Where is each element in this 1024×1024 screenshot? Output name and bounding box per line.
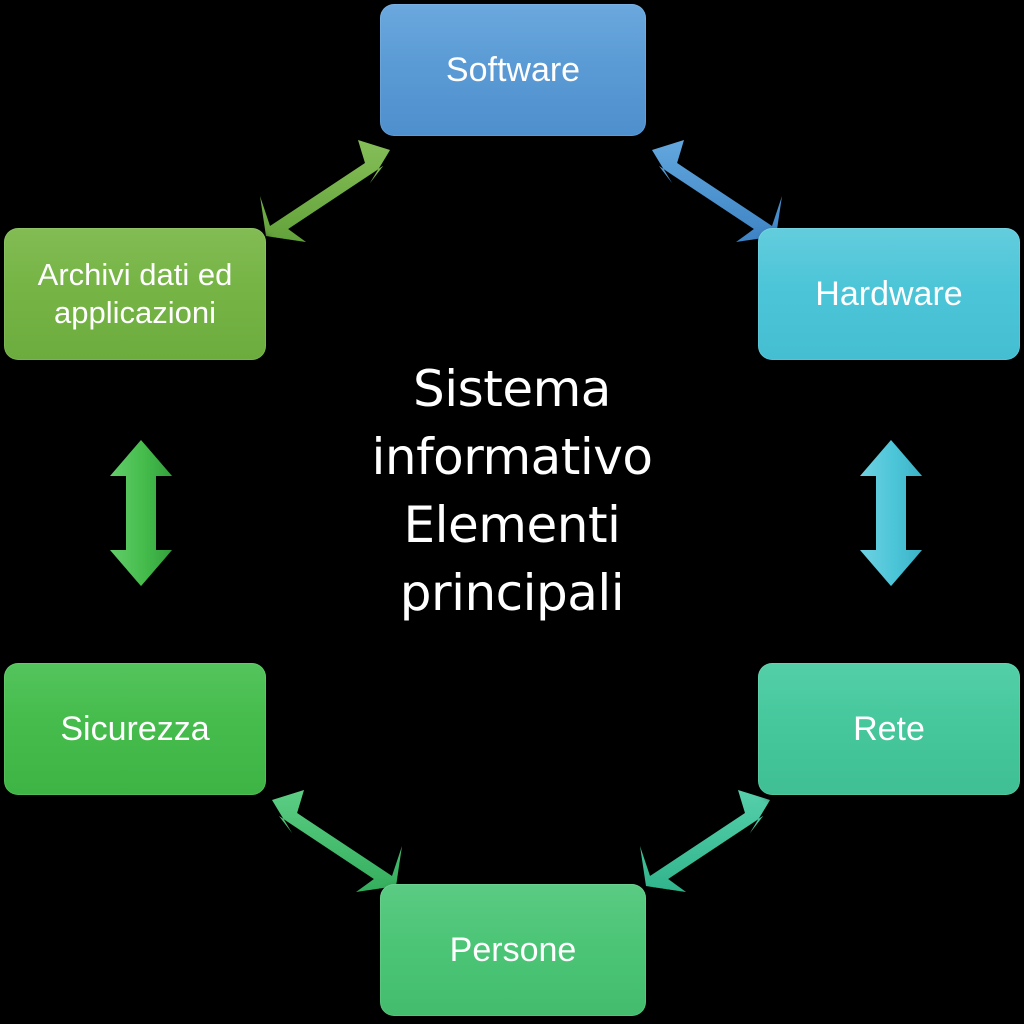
node-sicurezza[interactable]: Sicurezza bbox=[4, 663, 266, 795]
diagram-center-title: Sistema informativo Elementi principali bbox=[371, 360, 653, 622]
connector-archivi-software bbox=[256, 136, 406, 246]
node-software[interactable]: Software bbox=[380, 4, 646, 136]
node-software-label: Software bbox=[445, 51, 581, 89]
node-hardware[interactable]: Hardware bbox=[758, 228, 1020, 360]
node-archivi-label: Archivi dati ed applicazioni bbox=[37, 257, 233, 330]
connector-hardware-rete bbox=[846, 438, 936, 588]
node-sicurezza-label: Sicurezza bbox=[60, 710, 210, 748]
node-rete-label: Rete bbox=[853, 710, 925, 748]
node-persone-label: Persone bbox=[449, 931, 577, 969]
connector-rete-persone bbox=[636, 786, 786, 896]
node-archivi[interactable]: Archivi dati ed applicazioni bbox=[4, 228, 266, 360]
node-hardware-label: Hardware bbox=[815, 275, 963, 313]
connector-sicurezza-archivi bbox=[96, 438, 186, 588]
node-persone[interactable]: Persone bbox=[380, 884, 646, 1016]
node-rete[interactable]: Rete bbox=[758, 663, 1020, 795]
connector-persone-sicurezza bbox=[256, 786, 406, 896]
